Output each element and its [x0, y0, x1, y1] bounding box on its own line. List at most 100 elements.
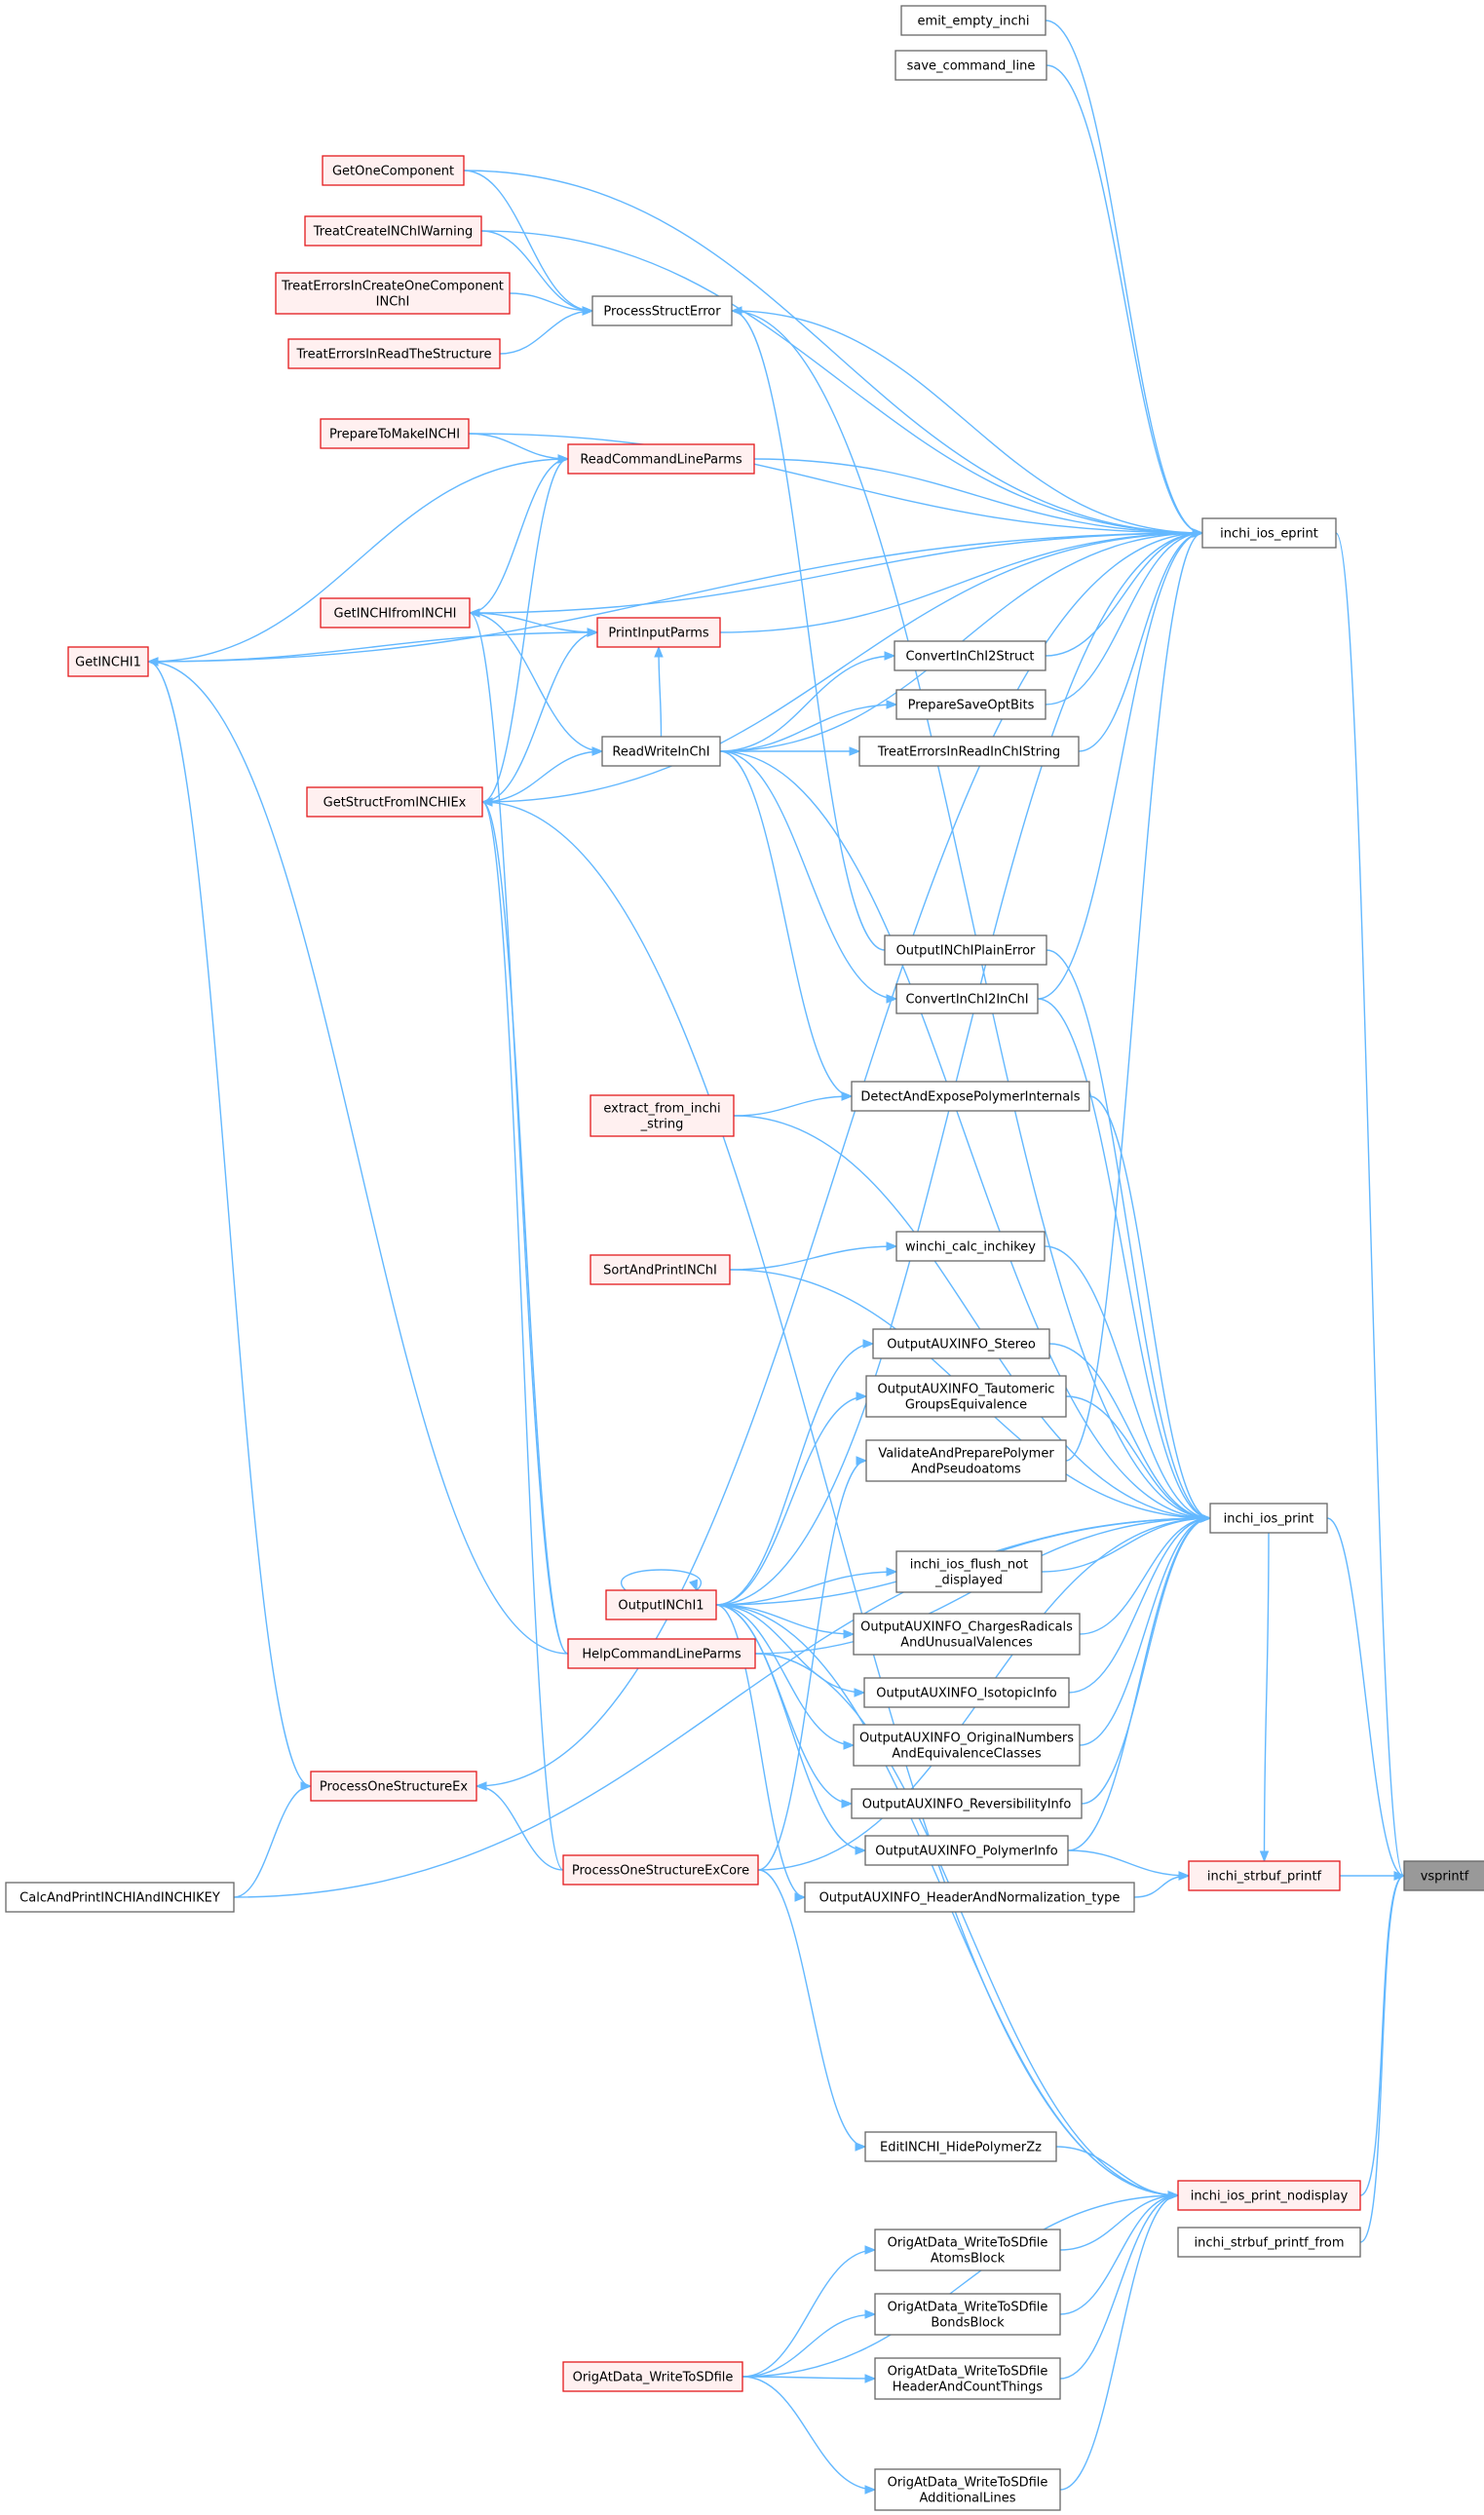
node-inchi_ios_flush_not_displayed[interactable]: inchi_ios_flush_not_displayed: [895, 1550, 1043, 1593]
node-OutputAUXINFO_ReversibilityInfo[interactable]: OutputAUXINFO_ReversibilityInfo: [851, 1788, 1083, 1819]
node-OutputINChI1[interactable]: OutputINChI1: [605, 1589, 717, 1620]
node-PrepareToMakeINCHI[interactable]: PrepareToMakeINCHI: [320, 418, 470, 449]
edge-TreatCreateINChIWarning-to-inchi_ios_eprint: [480, 230, 1204, 538]
node-TreatErrorsInReadInChIString[interactable]: TreatErrorsInReadInChIString: [858, 736, 1080, 767]
node-ConvertInChI2InChI[interactable]: ConvertInChI2InChI: [895, 983, 1039, 1014]
edge-OutputINChI1-to-OutputINChI1: [621, 1569, 702, 1592]
node-inchi_strbuf_printf_from[interactable]: inchi_strbuf_printf_from: [1177, 2227, 1361, 2258]
node-label: vsprintf: [1421, 1870, 1469, 1885]
arrowhead: [654, 645, 664, 658]
node-label: ProcessStructError: [603, 305, 721, 320]
arrowhead: [1259, 1850, 1270, 1863]
node-label: GetOneComponent: [332, 165, 454, 179]
node-HelpCommandLineParms[interactable]: HelpCommandLineParms: [567, 1638, 756, 1669]
node-box: [5, 1882, 235, 1913]
node-OutputAUXINFO_TautomericGroupsEquivalence[interactable]: OutputAUXINFO_TautomericGroupsEquivalenc…: [865, 1375, 1067, 1418]
node-inchi_ios_print[interactable]: inchi_ios_print: [1209, 1503, 1328, 1534]
node-label: inchi_ios_eprint: [1220, 527, 1318, 542]
node-label: ProcessOneStructureEx: [320, 1780, 468, 1795]
node-ReadCommandLineParms[interactable]: ReadCommandLineParms: [567, 443, 755, 475]
edge-GetINCHI1-to-PrintInputParms: [147, 628, 599, 663]
edge-line: [463, 170, 593, 312]
node-box: [596, 617, 721, 648]
node-winchi_calc_inchikey[interactable]: winchi_calc_inchikey: [895, 1231, 1046, 1262]
edge-ReadWriteInChI-to-TreatErrorsInReadInChIString: [719, 746, 861, 756]
node-vsprintf[interactable]: vsprintf: [1403, 1860, 1484, 1891]
node-box: [562, 2361, 743, 2392]
node-inchi_strbuf_printf[interactable]: inchi_strbuf_printf: [1188, 1860, 1341, 1891]
node-ProcessOneStructureEx[interactable]: ProcessOneStructureEx: [310, 1771, 477, 1802]
edge-TreatErrorsInCreateOneComponentINChI-to-ProcessStructError: [509, 292, 594, 316]
node-TreatErrorsInReadTheStructure[interactable]: TreatErrorsInReadTheStructure: [287, 338, 501, 369]
node-GetINCHIfromINCHI[interactable]: GetINCHIfromINCHI: [320, 597, 471, 629]
node-box: [1177, 2227, 1361, 2258]
edge-PrepareSaveOptBits-to-inchi_ios_eprint: [1045, 528, 1204, 705]
edge-TreatErrorsInReadTheStructure-to-ProcessStructError: [499, 306, 594, 355]
edge-line: [715, 1343, 874, 1606]
node-OutputAUXINFO_Stereo[interactable]: OutputAUXINFO_Stereo: [872, 1328, 1050, 1359]
node-OutputAUXINFO_ChargesRadicalsAndUnusualValences[interactable]: OutputAUXINFO_ChargesRadicalsAndUnusualV…: [853, 1613, 1081, 1656]
node-GetINCHI1[interactable]: GetINCHI1: [67, 646, 149, 677]
node-GetStructFromINCHIEx[interactable]: GetStructFromINCHIEx: [306, 786, 483, 818]
edge-line: [1044, 1245, 1211, 1519]
node-emit_empty_inchi[interactable]: emit_empty_inchi: [900, 5, 1046, 36]
node-box: [287, 338, 501, 369]
node-ConvertInChI2Struct[interactable]: ConvertInChI2Struct: [894, 640, 1046, 671]
node-box: [804, 1882, 1135, 1913]
node-EditINCHI_HidePolymerZz[interactable]: EditINCHI_HidePolymerZz: [864, 2131, 1057, 2162]
edge-line: [715, 1395, 867, 1606]
node-box: [894, 50, 1047, 81]
edge-OutputINChI1-to-inchi_ios_eprint: [715, 528, 1204, 1606]
arrowhead: [689, 1579, 699, 1592]
node-OutputINChIPlainError[interactable]: OutputINChIPlainError: [884, 934, 1047, 966]
edge-OutputINChI1-to-OutputAUXINFO_HeaderAndNormalization_type: [715, 1604, 807, 1902]
edge-CalcAndPrintINCHIAndINCHIKEY-to-ProcessOneStructureEx: [233, 1781, 313, 1898]
node-SortAndPrintINChI[interactable]: SortAndPrintINChI: [590, 1254, 731, 1285]
arrowhead: [300, 1781, 313, 1791]
arrowhead: [864, 2374, 877, 2383]
arrowhead: [1393, 1871, 1406, 1881]
node-box: [863, 1677, 1070, 1708]
node-OutputAUXINFO_OriginalNumbersAndEquivalenceClasses[interactable]: OutputAUXINFO_OriginalNumbersAndEquivale…: [853, 1724, 1081, 1767]
arrowhead: [886, 1567, 898, 1577]
node-DetectAndExposePolymerInternals[interactable]: DetectAndExposePolymerInternals: [851, 1081, 1090, 1112]
node-TreatCreateINChIWarning[interactable]: TreatCreateINChIWarning: [304, 215, 482, 247]
node-OrigAtData_WriteToSDfile[interactable]: OrigAtData_WriteToSDfile: [562, 2361, 743, 2392]
edge-line: [1045, 19, 1203, 534]
node-PrintInputParms[interactable]: PrintInputParms: [596, 617, 721, 648]
node-OutputAUXINFO_IsotopicInfo[interactable]: OutputAUXINFO_IsotopicInfo: [863, 1677, 1070, 1708]
node-save_command_line[interactable]: save_command_line: [894, 50, 1047, 81]
node-label: _string: [640, 1118, 684, 1132]
node-GetOneComponent[interactable]: GetOneComponent: [322, 155, 465, 186]
node-label: AndPseudoatoms: [911, 1463, 1021, 1477]
edge-winchi_calc_inchikey-to-inchi_ios_print: [1044, 1245, 1212, 1523]
edge-line: [147, 458, 569, 663]
edge-line: [729, 1245, 897, 1271]
node-OutputAUXINFO_HeaderAndNormalization_type[interactable]: OutputAUXINFO_HeaderAndNormalization_typ…: [804, 1882, 1135, 1913]
node-extract_from_inchi_string[interactable]: extract_from_inchi_string: [590, 1094, 735, 1137]
node-ProcessStructError[interactable]: ProcessStructError: [591, 295, 733, 326]
node-OrigAtData_WriteToSDfileHeaderAndCountThings[interactable]: OrigAtData_WriteToSDfileHeaderAndCountTh…: [874, 2357, 1061, 2400]
node-box: [605, 1589, 717, 1620]
node-PrepareSaveOptBits[interactable]: PrepareSaveOptBits: [895, 689, 1046, 720]
node-CalcAndPrintINCHIAndINCHIKEY[interactable]: CalcAndPrintINCHIAndINCHIKEY: [5, 1882, 235, 1913]
node-box: [874, 2293, 1061, 2336]
edge-line: [719, 704, 897, 752]
node-box: [864, 1835, 1069, 1866]
node-inchi_ios_eprint[interactable]: inchi_ios_eprint: [1201, 517, 1337, 549]
node-ProcessOneStructureExCore[interactable]: ProcessOneStructureExCore: [562, 1854, 759, 1886]
edge-line: [1088, 1095, 1211, 1519]
edge-ReadWriteInChI-to-ConvertInChI2InChI: [719, 750, 898, 1004]
node-box: [853, 1613, 1081, 1656]
node-OutputAUXINFO_PolymerInfo[interactable]: OutputAUXINFO_PolymerInfo: [864, 1835, 1069, 1866]
edge-OrigAtData_WriteToSDfile-to-OrigAtData_WriteToSDfileBondsBlock: [742, 2309, 877, 2378]
node-ReadWriteInChI[interactable]: ReadWriteInChI: [601, 736, 721, 767]
node-inchi_ios_print_nodisplay[interactable]: inchi_ios_print_nodisplay: [1177, 2180, 1361, 2211]
node-box: [322, 155, 465, 186]
